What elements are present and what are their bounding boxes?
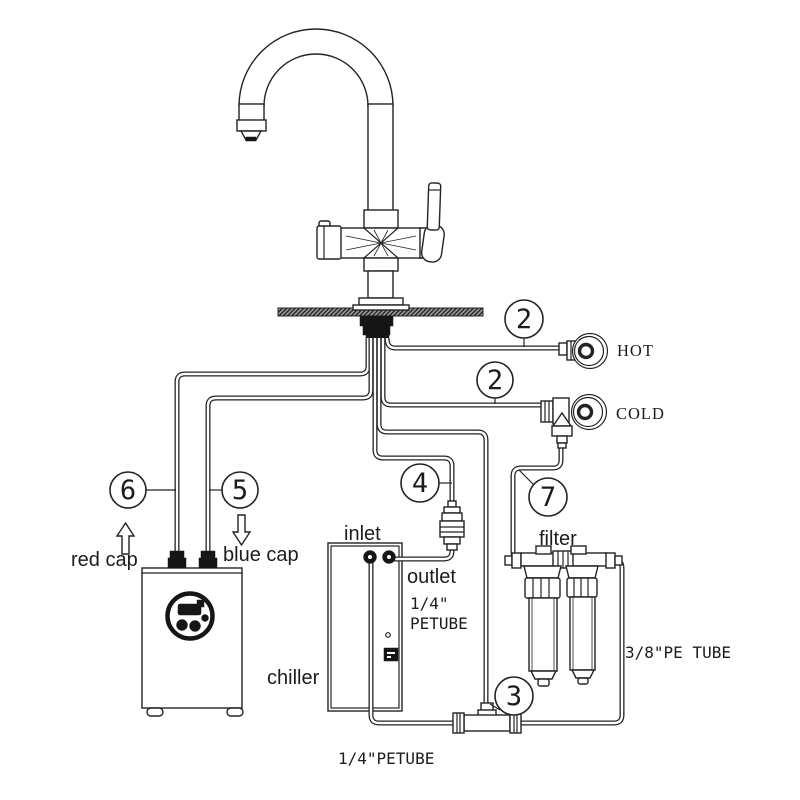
- filter-cartridge: [569, 596, 596, 671]
- callout-6: [109, 471, 147, 509]
- quick-connector: [439, 500, 465, 551]
- label-bottom-tube: 1/4"PETUBE: [338, 749, 434, 768]
- callout-2-hot: [504, 299, 544, 339]
- faucet-nozzle: [236, 119, 267, 132]
- label-filter-tube: 3/8"PE TUBE: [625, 643, 731, 662]
- faucet-handle: [419, 182, 445, 263]
- red-cap-fitting: [167, 550, 187, 569]
- faucet-shank: [359, 315, 394, 342]
- heater-tank: [141, 567, 244, 717]
- chiller-power-switch: [383, 647, 399, 662]
- heater-foot: [226, 707, 244, 717]
- blue-cap-arrow-down-icon: [231, 514, 252, 547]
- label-outlet: outlet: [407, 566, 456, 588]
- chiller-vent-hole: [385, 632, 391, 638]
- callout-5-number: 5: [232, 475, 248, 506]
- label-filter: filter: [539, 528, 577, 550]
- label-blue-cap: blue cap: [223, 544, 299, 566]
- heater-foot: [146, 707, 164, 717]
- hot-supply-valve: [558, 332, 609, 370]
- faucet-valve-body: [339, 209, 424, 272]
- callout-2-hot-number: 2: [516, 304, 532, 335]
- callout-2-cold: [476, 361, 514, 399]
- label-chiller: chiller: [267, 667, 320, 689]
- callout-7-number: 7: [540, 482, 556, 513]
- callouts: 2 2 3 4 5 6 7: [109, 299, 568, 716]
- filter-cartridge: [528, 597, 558, 672]
- faucet-spout-arc: [238, 28, 394, 107]
- brand-emblem-icon: [165, 591, 215, 641]
- blue-cap-fitting: [198, 550, 218, 569]
- label-cold: COLD: [616, 404, 665, 423]
- faucet: [236, 28, 445, 342]
- callout-2-cold-number: 2: [487, 365, 503, 396]
- callout-5: [221, 471, 259, 509]
- red-cap-arrow-up-icon: [115, 521, 136, 555]
- callout-4-number: 4: [412, 468, 428, 499]
- label-inlet: inlet: [344, 523, 381, 545]
- callout-3: [494, 676, 534, 716]
- tee-connector: [452, 702, 522, 734]
- callout-6-number: 6: [120, 475, 136, 506]
- callout-4: [400, 463, 440, 503]
- callout-3-number: 3: [506, 681, 522, 712]
- water-filter: [504, 545, 623, 687]
- label-hot: HOT: [617, 341, 654, 360]
- filter-collar: [524, 577, 561, 599]
- callout-7: [528, 477, 568, 517]
- cold-supply-valve: [540, 393, 608, 449]
- label-outlet-tube-type: PETUBE: [410, 614, 468, 633]
- faucet-base-flange: [358, 297, 404, 306]
- filter-collar: [566, 577, 598, 598]
- chiller-box: [327, 542, 403, 712]
- label-red-cap: red cap: [71, 549, 138, 571]
- label-outlet-tube-size: 1/4": [410, 594, 449, 613]
- faucet-left-knob: [316, 220, 342, 260]
